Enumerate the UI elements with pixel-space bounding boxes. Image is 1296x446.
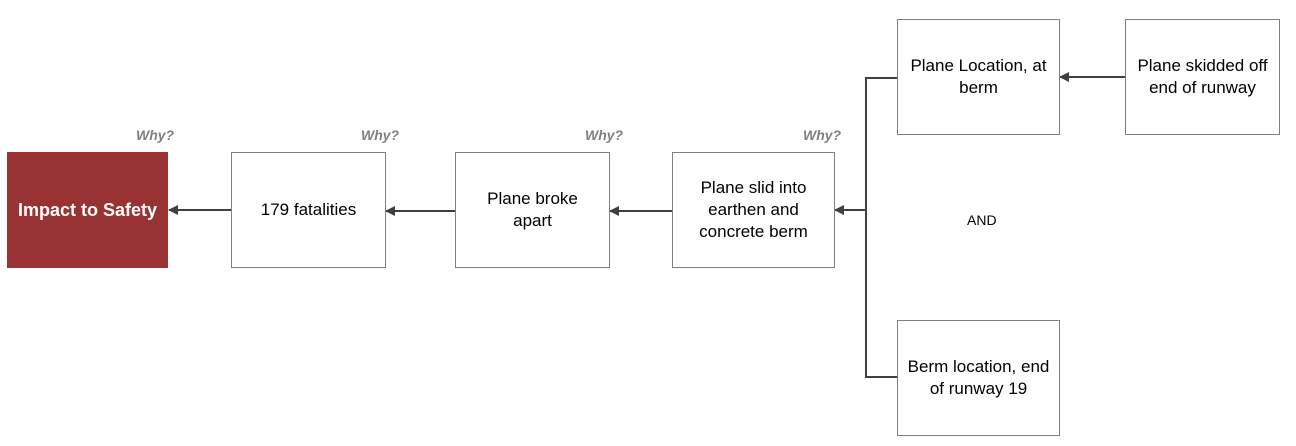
plane-skidded-off-box: Plane skidded off end of runway bbox=[1125, 19, 1280, 135]
impact-to-safety-box: Impact to Safety bbox=[7, 152, 168, 268]
fatalities-box: 179 fatalities bbox=[231, 152, 386, 268]
impact-to-safety-label: Impact to Safety bbox=[17, 200, 158, 220]
plane-location-box: Plane Location, at berm bbox=[897, 19, 1060, 135]
and-label: AND bbox=[967, 212, 997, 228]
plane-slid-into-berm-box: Plane slid into earthen and concrete ber… bbox=[672, 152, 835, 268]
plane-slid-into-berm-label: Plane slid into earthen and concrete ber… bbox=[699, 178, 808, 241]
berm-location-label: Berm location, end of runway 19 bbox=[907, 357, 1050, 398]
why-label-slid: Why? bbox=[803, 127, 842, 143]
plane-broke-apart-box: Plane broke apart bbox=[455, 152, 610, 268]
plane-location-label: Plane Location, at berm bbox=[910, 56, 1047, 97]
bracket-and-connector bbox=[865, 77, 897, 378]
fatalities-label: 179 fatalities bbox=[260, 200, 357, 219]
why-label-impact: Why? bbox=[136, 127, 175, 143]
plane-broke-apart-label: Plane broke apart bbox=[487, 189, 578, 230]
why-label-broke-apart: Why? bbox=[585, 127, 624, 143]
berm-location-box: Berm location, end of runway 19 bbox=[897, 320, 1060, 436]
why-label-fatalities: Why? bbox=[361, 127, 400, 143]
plane-skidded-off-label: Plane skidded off end of runway bbox=[1137, 56, 1268, 97]
